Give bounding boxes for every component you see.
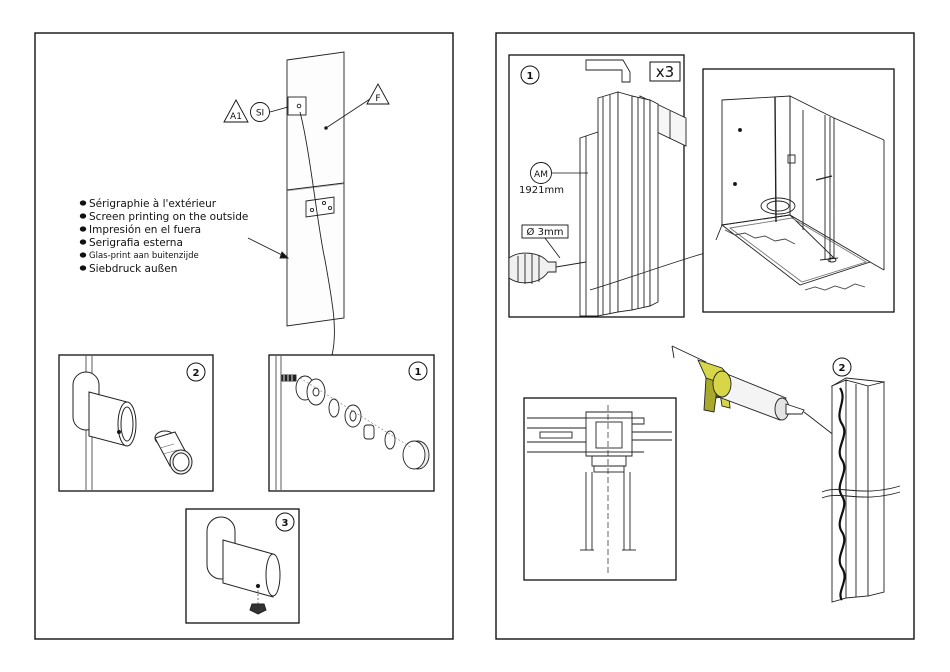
step-number-left-2: 2	[193, 368, 200, 379]
step-number-left-3: 3	[282, 518, 289, 529]
svg-text:A1: A1	[230, 112, 242, 122]
glass-panel	[248, 52, 370, 355]
silicone-gun	[672, 346, 835, 436]
svg-text:F: F	[375, 94, 380, 104]
callout-a1: A1	[224, 100, 248, 122]
legend-line-fr: Sérigraphie à l'extérieur	[89, 198, 217, 210]
legend-line-es: Impresión en el fuera	[89, 224, 201, 236]
callout-am: AM	[534, 170, 548, 180]
legend-line-nl: Glas-print aan buitenzijde	[89, 251, 199, 261]
legend-bullets	[80, 200, 86, 270]
legend-line-it: Serigrafia esterna	[89, 237, 183, 249]
profile-cross-section	[524, 398, 676, 580]
quantity-label: x3	[656, 63, 674, 81]
detail-left-3: 3	[186, 509, 299, 623]
callout-f: F	[367, 84, 389, 104]
profile-length: 1921mm	[519, 185, 564, 196]
callout-si: SI	[251, 103, 289, 122]
detail-left-1: 1	[269, 355, 434, 491]
detail-right-2-profile: 2	[822, 358, 900, 602]
drill-diameter: Ø 3mm	[527, 226, 564, 238]
shower-cabin-view	[703, 69, 894, 312]
svg-text:SI: SI	[256, 109, 264, 119]
screen-printing-legend: Sérigraphie à l'extérieur Screen printin…	[80, 198, 249, 275]
step-number-right-2: 2	[839, 363, 846, 374]
detail-left-2: 2	[59, 355, 213, 491]
step-number-left-1: 1	[415, 367, 422, 378]
legend-line-en: Screen printing on the outside	[89, 211, 248, 223]
legend-line-de: Siebdruck außen	[89, 263, 177, 275]
detail-right-1-profiles: 1 x3 AM 1921mm Ø 3mm	[509, 55, 686, 317]
step-number-right-1: 1	[527, 71, 534, 82]
